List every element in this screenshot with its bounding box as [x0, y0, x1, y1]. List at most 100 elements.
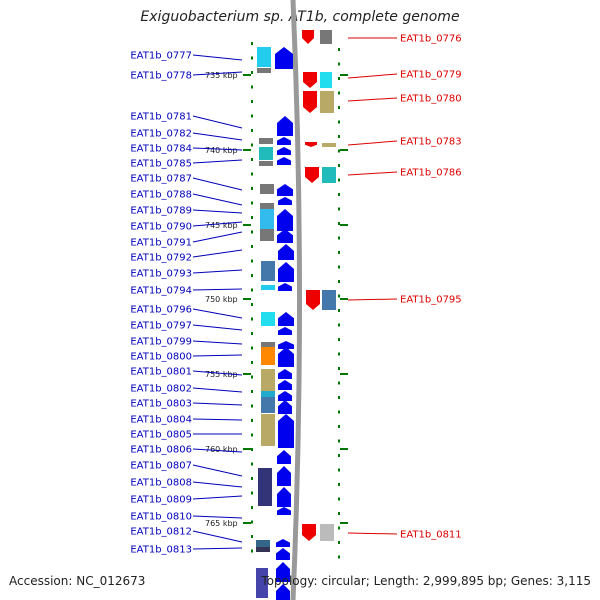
leader-line: [192, 71, 243, 76]
tick-mark: [338, 468, 340, 472]
kbp-label: 750 kbp: [205, 295, 238, 304]
gene-label-left: EAT1b_0791: [130, 238, 192, 249]
tick-mark: [338, 381, 340, 385]
gene-block: [322, 290, 336, 310]
gene-block: [261, 261, 275, 281]
gene-label-left: EAT1b_0793: [130, 269, 192, 280]
leader-line: [192, 308, 243, 319]
leader-line: [192, 464, 243, 477]
leader-line: [192, 269, 243, 274]
forward-gene-arrow: [275, 47, 293, 69]
gene-block: [322, 167, 336, 183]
tick-mark: [338, 367, 340, 370]
tick-mark: [251, 187, 253, 190]
leader-line: [192, 159, 243, 164]
tick-mark: [338, 323, 340, 327]
tick-mark: [251, 303, 253, 306]
leader-line: [192, 547, 243, 550]
tick-mark: [251, 317, 253, 321]
kbp-tick: [340, 298, 348, 300]
tick-mark: [251, 114, 253, 118]
tick-mark: [251, 201, 253, 205]
reverse-gene-arrow: [302, 524, 316, 541]
tick-mark: [338, 294, 340, 298]
gene-block: [261, 414, 275, 446]
kbp-tick: [243, 149, 251, 151]
tick-mark: [251, 520, 253, 524]
gene-label-left: EAT1b_0803: [130, 399, 192, 410]
leader-line: [192, 402, 243, 406]
forward-gene-arrow: [278, 312, 294, 326]
tick-mark: [338, 164, 340, 167]
kbp-tick: [243, 522, 251, 524]
forward-gene-arrow: [276, 548, 290, 560]
gene-label-left: EAT1b_0778: [130, 71, 192, 82]
kbp-tick: [340, 149, 348, 151]
leader-line: [347, 140, 398, 146]
tick-mark: [251, 332, 253, 335]
tick-mark: [251, 433, 253, 437]
kbp-tick: [243, 448, 251, 450]
tick-mark: [251, 535, 253, 538]
kbp-label: 735 kbp: [205, 71, 238, 80]
left-label-layer: EAT1b_0777EAT1b_0778EAT1b_0781EAT1b_0782…: [130, 51, 243, 556]
kbp-label: 755 kbp: [205, 370, 238, 379]
tick-mark: [338, 135, 340, 138]
forward-gene-arrow: [277, 137, 291, 145]
gene-block: [260, 229, 274, 241]
gene-label-left: EAT1b_0799: [130, 337, 192, 348]
gene-label-left: EAT1b_0785: [130, 159, 192, 170]
gene-label-left: EAT1b_0784: [130, 144, 192, 155]
forward-gene-arrow: [278, 262, 294, 282]
forward-gene-arrow: [278, 400, 292, 414]
gene-label-right: EAT1b_0811: [400, 530, 462, 541]
tick-mark: [338, 236, 340, 240]
gene-label-left: EAT1b_0800: [130, 352, 192, 363]
tick-mark: [251, 259, 253, 263]
kbp-tick: [340, 522, 348, 524]
tick-mark: [338, 454, 340, 457]
tick-mark: [338, 338, 340, 341]
gene-block: [261, 397, 275, 413]
leader-line: [192, 54, 243, 61]
tick-mark: [338, 251, 340, 254]
gene-block: [256, 568, 268, 598]
gene-label-left: EAT1b_0777: [130, 51, 192, 62]
gene-label-left: EAT1b_0797: [130, 321, 192, 332]
tick-mark: [251, 85, 253, 89]
gene-block: [320, 91, 334, 113]
map-title: Exiguobacterium sp. AT1b, complete genom…: [140, 9, 460, 25]
forward-gene-arrow: [278, 347, 294, 367]
gene-label-right: EAT1b_0795: [400, 295, 462, 306]
gene-label-left: EAT1b_0790: [130, 222, 192, 233]
tick-mark: [251, 419, 253, 422]
leader-line: [192, 147, 243, 151]
leader-line: [192, 448, 243, 453]
tick-mark: [338, 541, 340, 544]
leader-line: [192, 515, 243, 519]
tick-mark: [338, 396, 340, 399]
leader-line: [192, 132, 243, 141]
gene-block: [260, 184, 274, 194]
forward-gene-arrow: [277, 229, 293, 243]
tick-mark: [338, 178, 340, 182]
tick-mark: [251, 404, 253, 408]
leader-line: [192, 249, 243, 258]
tick-mark: [251, 346, 253, 350]
reverse-gene-arrow: [306, 290, 320, 310]
forward-gene-arrow: [276, 539, 290, 547]
tick-mark: [338, 425, 340, 428]
gene-block: [261, 369, 275, 391]
gene-label-left: EAT1b_0812: [130, 527, 192, 538]
gene-block: [256, 540, 270, 547]
forward-gene-arrow: [278, 197, 292, 205]
tick-mark: [338, 526, 340, 530]
tick-mark: [338, 483, 340, 486]
gene-label-right: EAT1b_0786: [400, 168, 462, 179]
forward-gene-arrow: [277, 157, 291, 165]
kbp-tick: [243, 224, 251, 226]
forward-gene-arrow: [278, 327, 292, 335]
tick-mark: [338, 497, 340, 501]
forward-gene-arrow: [277, 147, 291, 155]
